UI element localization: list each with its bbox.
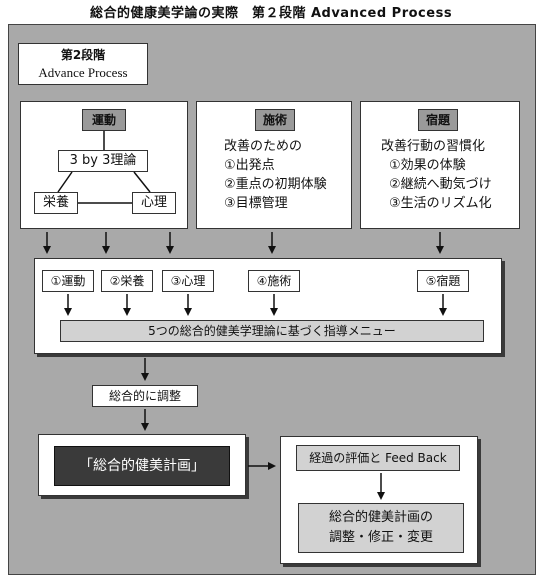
treatment-label: 施術	[255, 109, 295, 131]
nutrition-box: 栄養	[34, 192, 78, 214]
adjust-box: 総合的健美計画の 調整・修正・変更	[298, 503, 464, 553]
homework-line: ②継続へ動気づけ	[389, 177, 492, 192]
homework-line: ①効果の体験	[389, 158, 466, 173]
stage-line2: Advance Process	[38, 65, 128, 80]
treatment-line: 改善のための	[224, 139, 303, 154]
adjust-line1: 総合的健美計画の	[328, 510, 433, 525]
integrate-box: 総合的に調整	[92, 385, 198, 407]
homework-label: 宿題	[418, 109, 458, 131]
theory-box: 3 by 3理論	[58, 150, 148, 172]
treatment-line: ③目標管理	[224, 196, 288, 211]
stage-box: 第2段階 Advance Process	[18, 43, 148, 85]
connector-theory-psychology	[133, 171, 151, 193]
page-title: 総合的健康美学論の実際 第２段階 Advanced Process	[89, 6, 453, 21]
adjust-line2: 調整・修正・変更	[328, 530, 433, 545]
homework-line: 改善行動の習慣化	[381, 139, 486, 154]
plan-box: 「総合的健美計画」	[54, 446, 230, 486]
evaluation-box: 経過の評価と Feed Back	[296, 445, 460, 471]
stage-line1: 第2段階	[60, 48, 106, 62]
item-nutrition: ②栄養	[101, 270, 153, 292]
treatment-line: ②重点の初期体験	[224, 177, 327, 192]
treatment-text: 改善のための ①出発点 ②重点の初期体験 ③目標管理	[224, 137, 344, 213]
treatment-line: ①出発点	[224, 158, 275, 173]
item-treatment: ④施術	[248, 270, 300, 292]
item-homework: ⑤宿題	[417, 270, 469, 292]
homework-text: 改善行動の習慣化 ①効果の体験 ②継続へ動気づけ ③生活のリズム化	[381, 137, 517, 213]
evaluation-label: 経過の評価と Feed Back	[309, 451, 447, 465]
guidance-menu-bar: 5つの総合的健美学理論に基づく指導メニュー	[60, 320, 484, 342]
item-exercise: ①運動	[42, 270, 94, 292]
item-psychology: ③心理	[162, 270, 214, 292]
psychology-box: 心理	[132, 192, 176, 214]
exercise-label: 運動	[82, 109, 126, 131]
connector-theory-nutrition	[57, 171, 73, 193]
homework-line: ③生活のリズム化	[389, 196, 492, 211]
